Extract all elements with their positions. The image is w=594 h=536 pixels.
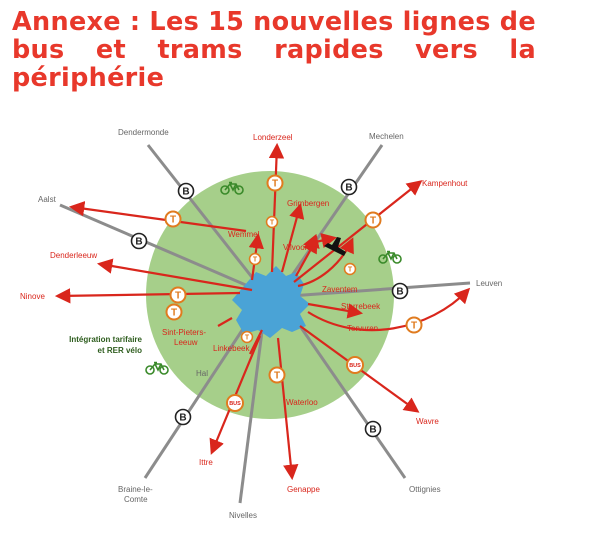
label-genappe: Genappe (287, 485, 320, 494)
label-mechelen: Mechelen (369, 132, 404, 141)
line-tervuren (307, 287, 471, 332)
line-kampenhout (293, 180, 423, 283)
bike-note-line-1: Intégration tarifaire (69, 335, 142, 344)
bike-note-line-2: et RER vélo (98, 346, 143, 355)
label-linkebeek: Linkebeek (213, 344, 250, 353)
label-grimbergen: Grimbergen (287, 199, 329, 208)
label-waterloo: Waterloo (286, 398, 318, 407)
tram-badge-icon (164, 210, 182, 228)
line-labels: Londerzeel Kampenhout Grimbergen Wemmel … (20, 133, 468, 494)
title-line-3: périphérie (12, 63, 165, 93)
line-ittre (209, 335, 262, 455)
label-kampenhout: Kampenhout (422, 179, 468, 188)
label-aalst: Aalst (38, 195, 57, 204)
new-lines (54, 142, 471, 481)
line-linkebeek (249, 329, 263, 355)
line-ninove (54, 288, 241, 304)
label-braine-2: Comte (124, 495, 148, 504)
label-wavre: Wavre (416, 417, 439, 426)
label-sint-pieters-1: Sint-Pieters- (162, 328, 206, 337)
label-sterrebeek: Sterrebeek (341, 302, 381, 311)
train-badge-icon (130, 232, 148, 250)
line-grimbergen (280, 203, 305, 273)
line-sterrebeek (307, 302, 364, 319)
rail-labels: Dendermonde Mechelen Aalst Leuven Braine… (38, 128, 502, 520)
label-nivelles: Nivelles (229, 511, 257, 520)
label-sint-pieters-2: Leeuw (174, 338, 198, 347)
tram-badge-icon (165, 303, 183, 321)
brussels-area (232, 266, 310, 338)
bus-badge-icon (346, 356, 364, 374)
rail-line-ottignies (280, 299, 407, 479)
label-wemmel: Wemmel (228, 230, 260, 239)
train-badge-icon (391, 282, 409, 300)
rail-line-nivelles (238, 299, 268, 504)
tram-badge-icon (343, 262, 357, 276)
line-airport (302, 233, 338, 249)
bicycle-icon (145, 361, 169, 375)
label-leuven: Leuven (476, 279, 502, 288)
tram-badge-icon (169, 286, 187, 304)
rail-line-mechelen (280, 144, 384, 291)
line-sint-pieters (217, 317, 233, 327)
tram-badge-icon (405, 316, 423, 334)
label-hal: Hal (196, 369, 208, 378)
line-aalst-corridor (68, 201, 247, 233)
line-londerzeel (268, 142, 285, 273)
label-dendermonde: Dendermonde (118, 128, 169, 137)
label-zaventem: Zaventem (322, 285, 358, 294)
tram-badge-icon (364, 211, 382, 229)
label-ittre: Ittre (199, 458, 213, 467)
bus-badge-icon (226, 394, 244, 412)
label-tervuren: Tervuren (347, 324, 378, 333)
rail-line-leuven (289, 281, 471, 298)
rail-line-dendermonde (146, 144, 264, 291)
train-badge-icon (177, 182, 195, 200)
label-vilvoorde: Vilvoorde (283, 243, 317, 252)
tram-badge-icon (266, 174, 284, 192)
line-zaventem (297, 237, 354, 288)
tram-badge-icon (240, 330, 254, 344)
label-londerzeel: Londerzeel (253, 133, 293, 142)
rail-line-aalst (59, 203, 263, 294)
tram-badge-icon (265, 215, 279, 229)
line-denderleeuw (96, 258, 253, 292)
airplane-icon (324, 237, 346, 256)
train-badge-icon (340, 178, 358, 196)
badges (130, 174, 423, 438)
label-braine-1: Braine-le- (118, 485, 153, 494)
bike-note: Intégration tarifaire et RER vélo (69, 335, 142, 355)
label-ninove: Ninove (20, 292, 45, 301)
label-denderleeuw: Denderleeuw (50, 251, 97, 260)
tram-badge-icon (268, 366, 286, 384)
train-badge-icon (174, 408, 192, 426)
label-ottignies: Ottignies (409, 485, 441, 494)
line-waterloo (276, 337, 299, 481)
train-badge-icon (364, 420, 382, 438)
tram-badge-icon (248, 252, 262, 266)
